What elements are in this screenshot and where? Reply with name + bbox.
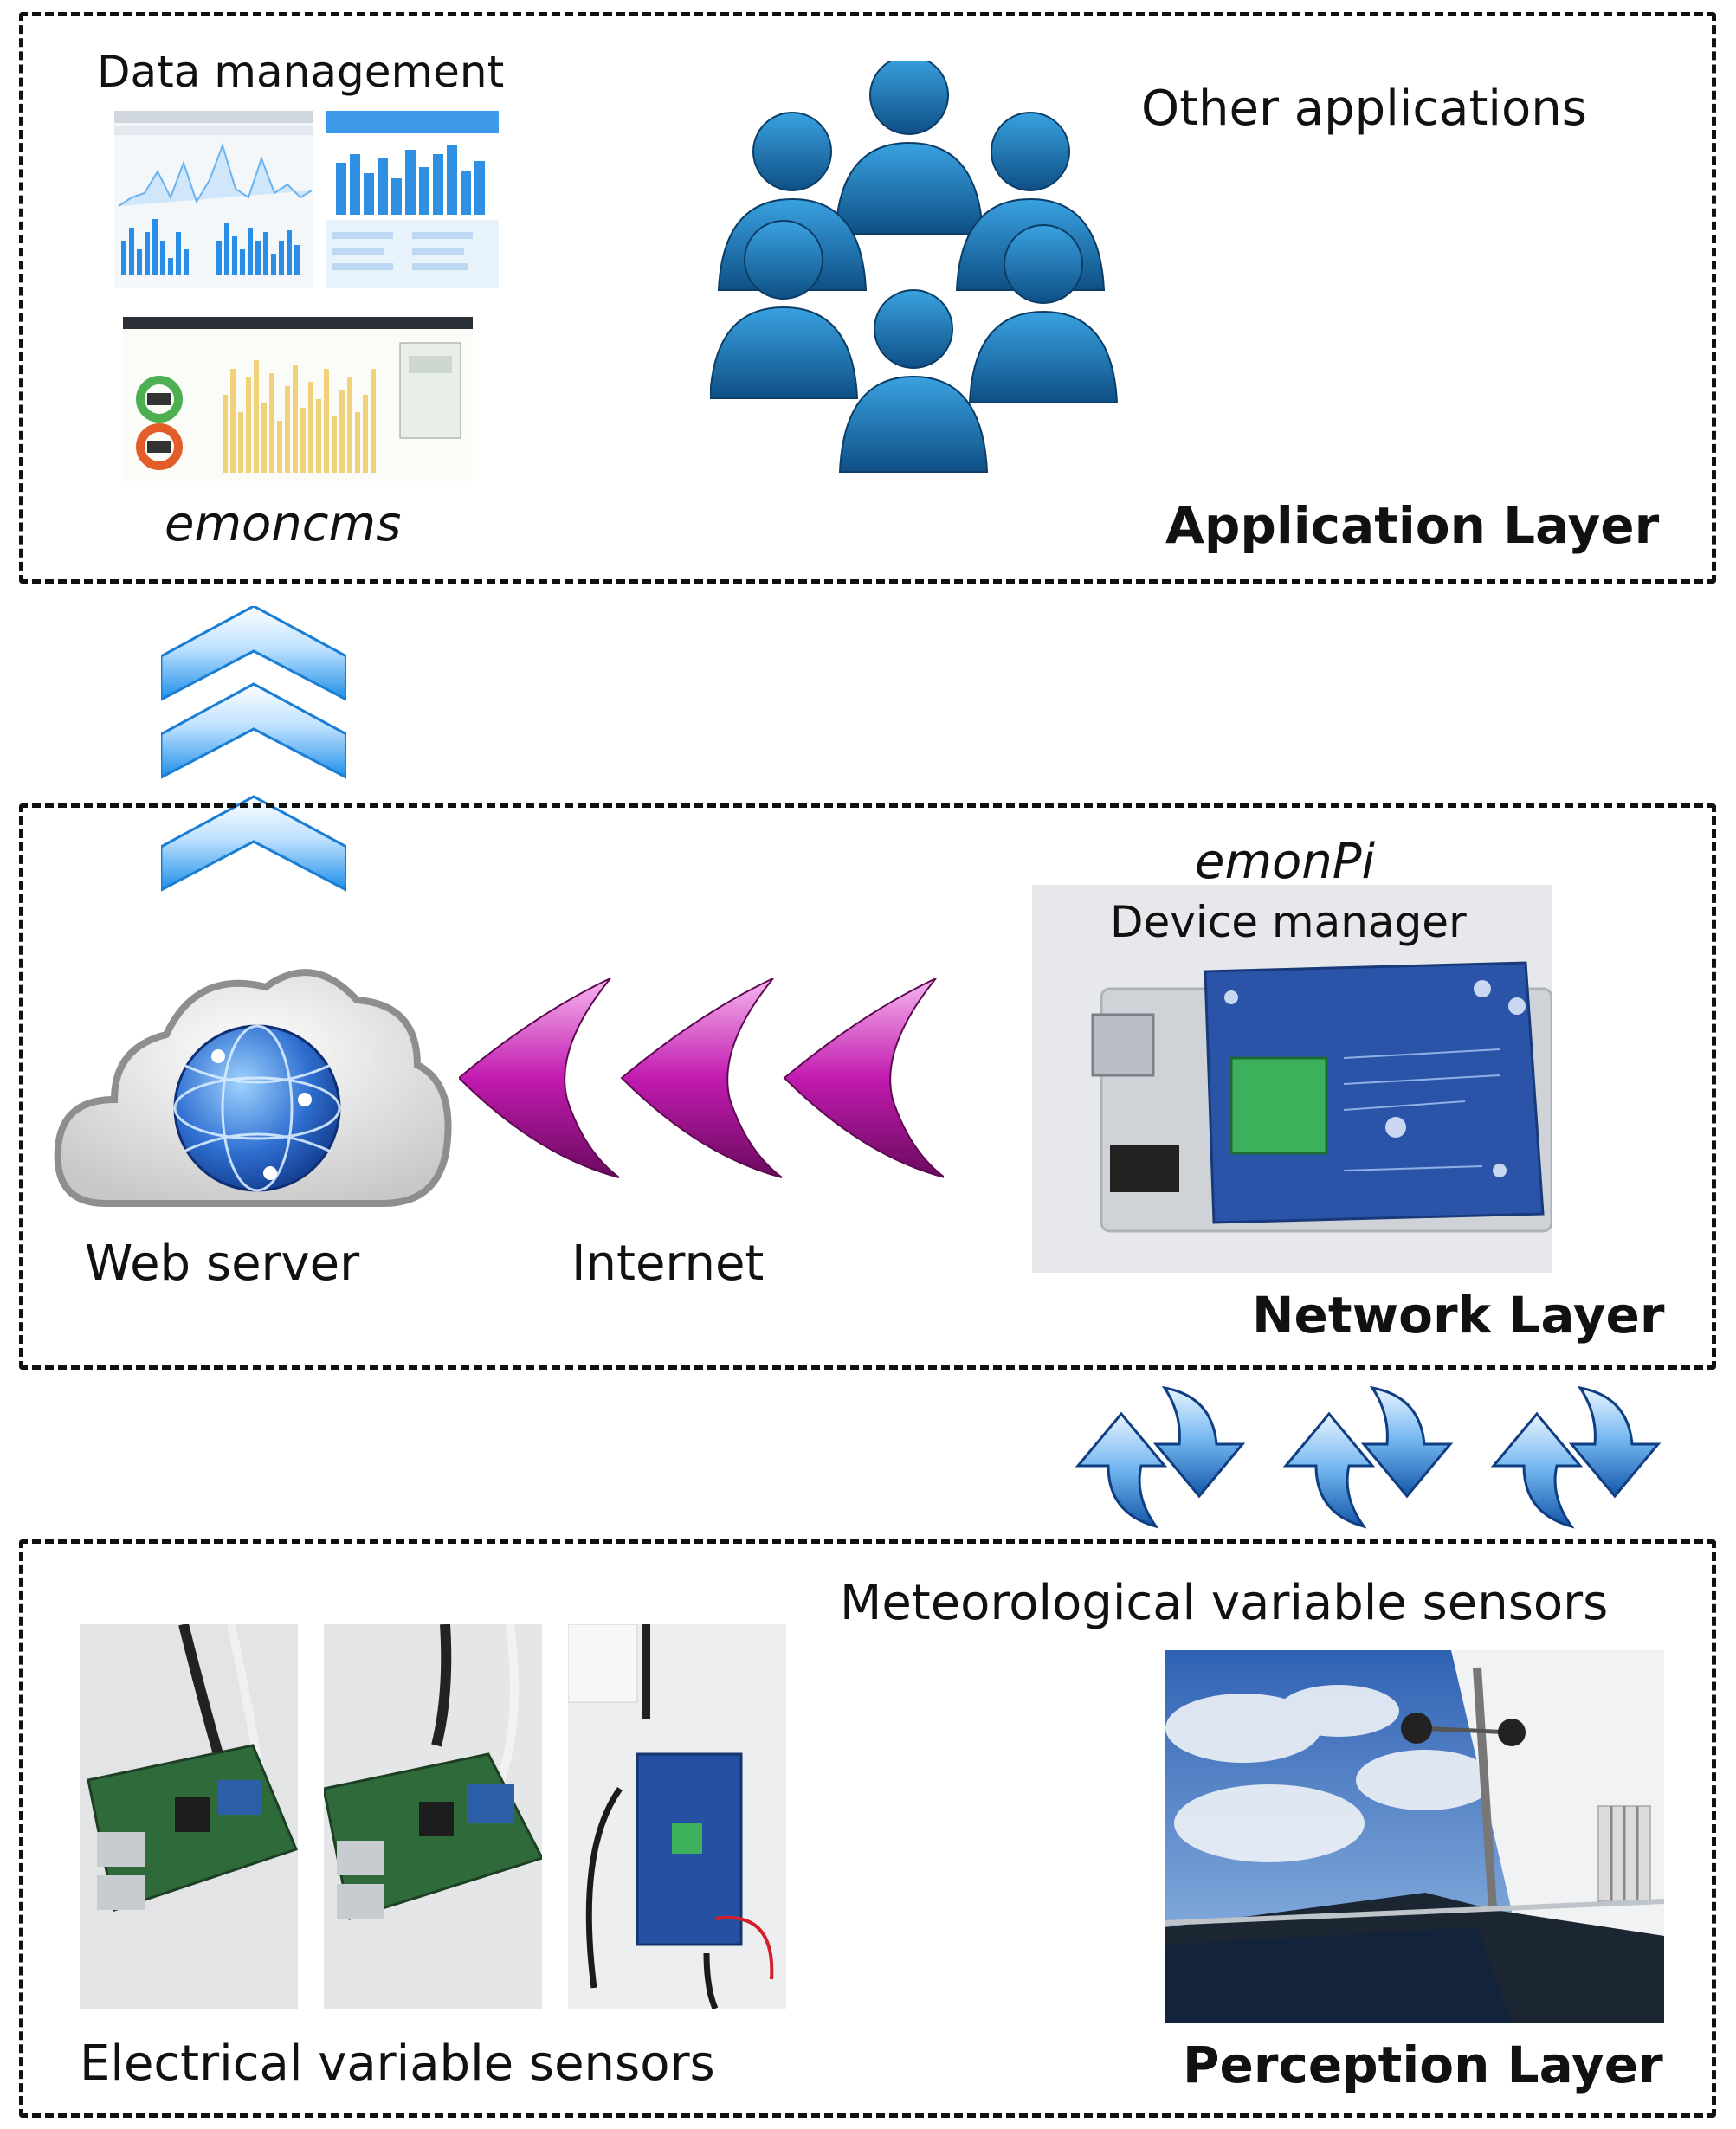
curved-down-arrow-icon <box>1152 1385 1246 1499</box>
dashboard-screenshot-1 <box>114 111 313 288</box>
emonpi-device-photo <box>1032 885 1552 1273</box>
emonpi-label: emonPi <box>1195 834 1376 890</box>
upward-chevron-arrows <box>161 606 346 909</box>
curved-down-arrow-icon <box>1568 1385 1662 1499</box>
internet-label: Internet <box>571 1235 765 1292</box>
meteorological-station-photo <box>1165 1650 1664 2023</box>
bidirectional-arrows <box>1074 1384 1697 1531</box>
electrical-sensor-photo-3 <box>568 1624 786 2009</box>
curved-up-arrow-icon <box>1490 1411 1584 1529</box>
curved-up-arrow-icon <box>1075 1411 1168 1529</box>
web-server-label: Web server <box>85 1235 360 1292</box>
application-layer-title: Application Layer <box>1165 496 1660 555</box>
meteorological-sensors-label: Meteorological variable sensors <box>840 1575 1609 1631</box>
boomerang-arrow-icon <box>620 978 783 1178</box>
data-management-label: Data management <box>97 47 505 97</box>
electrical-sensor-photo-1 <box>80 1624 298 2009</box>
network-layer-box <box>19 803 1716 1370</box>
electrical-sensor-photo-2 <box>324 1624 542 2009</box>
chevron-icon <box>161 606 346 701</box>
device-manager-label: Device manager <box>1110 897 1467 947</box>
chevron-icon <box>161 682 346 779</box>
curved-down-arrow-icon <box>1360 1385 1454 1499</box>
other-applications-label: Other applications <box>1141 81 1587 137</box>
boomerang-arrow-icon <box>459 978 620 1178</box>
boomerang-arrow-icon <box>783 978 944 1178</box>
dashboard-screenshot-2 <box>326 111 499 288</box>
emoncms-label: emoncms <box>165 496 402 552</box>
dashboard-screenshot-3 <box>123 317 473 481</box>
internet-arrows <box>459 978 944 1186</box>
curved-up-arrow-icon <box>1282 1411 1376 1529</box>
perception-layer-title: Perception Layer <box>1183 2035 1663 2094</box>
chevron-icon <box>161 795 346 892</box>
cloud-globe-icon <box>54 952 452 1212</box>
perception-layer-box <box>19 1539 1716 2118</box>
people-group-icon <box>710 61 1143 494</box>
application-layer-box <box>19 12 1716 584</box>
electrical-sensors-label: Electrical variable sensors <box>80 2035 715 2092</box>
network-layer-title: Network Layer <box>1252 1286 1665 1345</box>
